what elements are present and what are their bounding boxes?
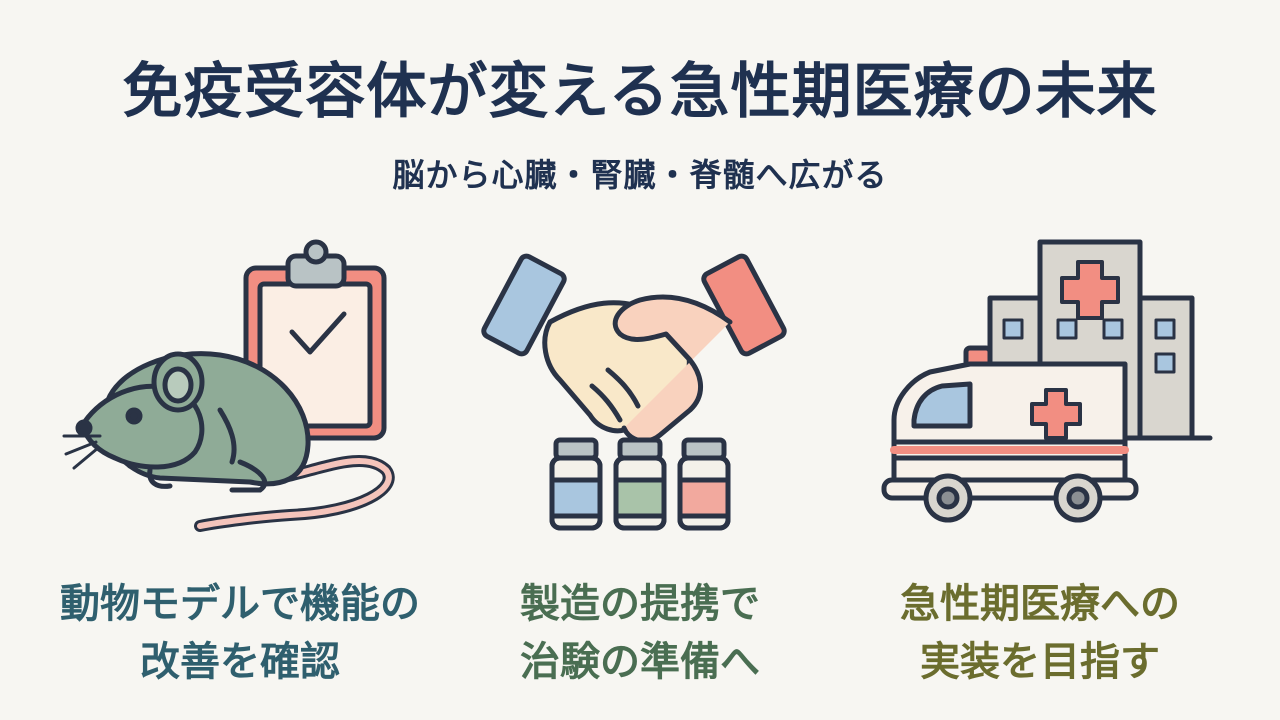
handshake-vials-icon: [481, 253, 787, 531]
caption-acute-care: 急性期医療への 実装を目指す: [830, 575, 1250, 691]
page-title: 免疫受容体が変える急性期医療の未来: [122, 57, 1158, 127]
ambulance-hospital-icon: [881, 239, 1213, 523]
caption-line: 実装を目指す: [920, 639, 1160, 685]
caption-manufacturing: 製造の提携で 治験の準備へ: [430, 575, 850, 691]
caption-line: 製造の提携で: [520, 581, 760, 627]
caption-line: 動物モデルで機能の: [60, 581, 420, 627]
caption-line: 急性期医療への: [900, 581, 1180, 627]
page-subtitle: 脳から心臓・腎臓・脊髄へ広がる: [392, 156, 888, 194]
caption-animal-model: 動物モデルで機能の 改善を確認: [30, 575, 450, 691]
caption-line: 治験の準備へ: [520, 639, 760, 685]
mouse-clipboard-icon: [62, 239, 395, 532]
caption-line: 改善を確認: [140, 639, 340, 685]
